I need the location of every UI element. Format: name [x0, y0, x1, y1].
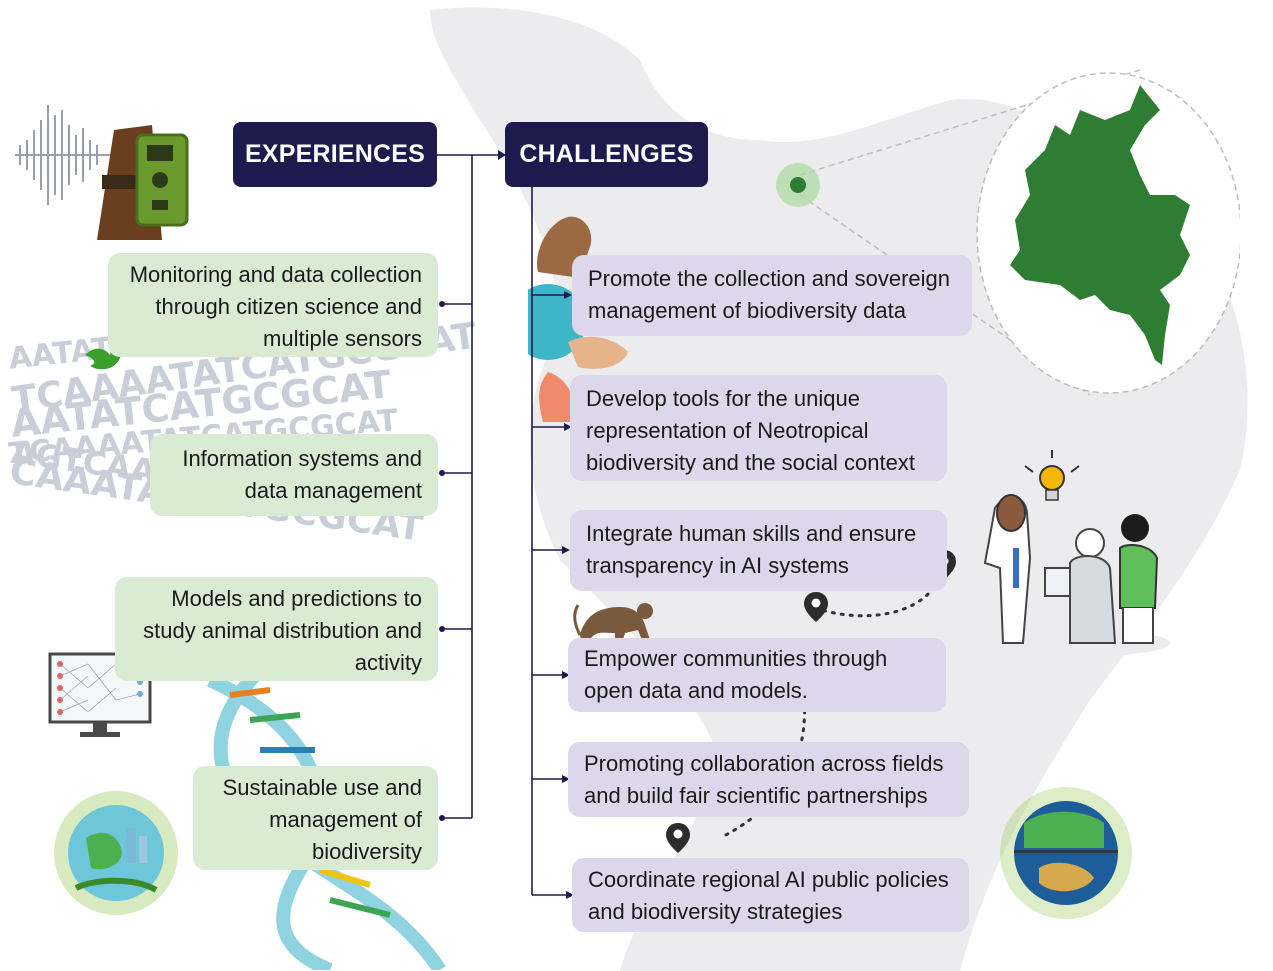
challenge-text: Promoting collaboration across fields — [584, 751, 944, 776]
challenge-text: Develop tools for the unique — [586, 386, 860, 411]
challenge-box: Coordinate regional AI public policies a… — [572, 858, 969, 932]
challenge-text: transparency in AI systems — [586, 553, 849, 578]
challenge-text: Empower communities through — [584, 646, 888, 671]
challenge-box: Promoting collaboration across fields an… — [568, 742, 969, 817]
experience-box: Information systems and data management — [150, 434, 438, 516]
challenge-text: and biodiversity strategies — [588, 899, 843, 924]
experience-text: Models and predictions to — [171, 586, 422, 611]
experience-text: through citizen science and — [155, 294, 422, 319]
camera-trap-icon — [97, 125, 189, 240]
colombia-map — [776, 69, 1240, 396]
challenge-box: Empower communities through open data an… — [568, 638, 946, 712]
experience-text: management of — [269, 807, 422, 832]
challenge-box: Promote the collection and sovereign man… — [572, 255, 972, 336]
challenges-header: CHALLENGES — [505, 122, 708, 187]
challenge-box: Develop tools for the unique representat… — [570, 375, 947, 481]
challenge-text: and build fair scientific partnerships — [584, 783, 928, 808]
experience-text: Information systems and — [182, 446, 422, 471]
challenge-text: Integrate human skills and ensure — [586, 521, 917, 546]
challenge-text: biodiversity and the social context — [586, 450, 915, 475]
challenge-text: management of biodiversity data — [588, 298, 906, 323]
experience-text: Sustainable use and — [222, 775, 422, 800]
experience-text: biodiversity — [311, 839, 422, 864]
lightbulb-icon — [1024, 450, 1080, 501]
sustainable-earth-icon — [54, 791, 178, 915]
challenge-text: Coordinate regional AI public policies — [588, 867, 949, 892]
experience-text: data management — [244, 478, 422, 503]
location-pin-icon — [804, 592, 828, 622]
location-pin-icon — [666, 823, 690, 853]
experience-text: multiple sensors — [263, 326, 422, 351]
earth-globe-icon — [1000, 787, 1132, 919]
challenge-text: representation of Neotropical — [586, 418, 869, 443]
experience-text: Monitoring and data collection — [129, 262, 422, 287]
people-collaboration-icon — [980, 450, 1170, 657]
challenge-box: Integrate human skills and ensure transp… — [570, 510, 947, 591]
experience-box: Models and predictions to study animal d… — [115, 577, 438, 681]
experience-text: activity — [354, 650, 422, 675]
experiences-header: EXPERIENCES — [233, 122, 437, 187]
monkey-icon — [573, 603, 653, 643]
experience-box: Monitoring and data collection through c… — [108, 253, 438, 357]
challenge-text: open data and models. — [584, 678, 808, 703]
experience-box: Sustainable use and management of biodiv… — [193, 766, 438, 870]
experience-text: study animal distribution and — [143, 618, 422, 643]
challenge-text: Promote the collection and sovereign — [588, 266, 950, 291]
sound-wave-icon — [15, 105, 115, 205]
